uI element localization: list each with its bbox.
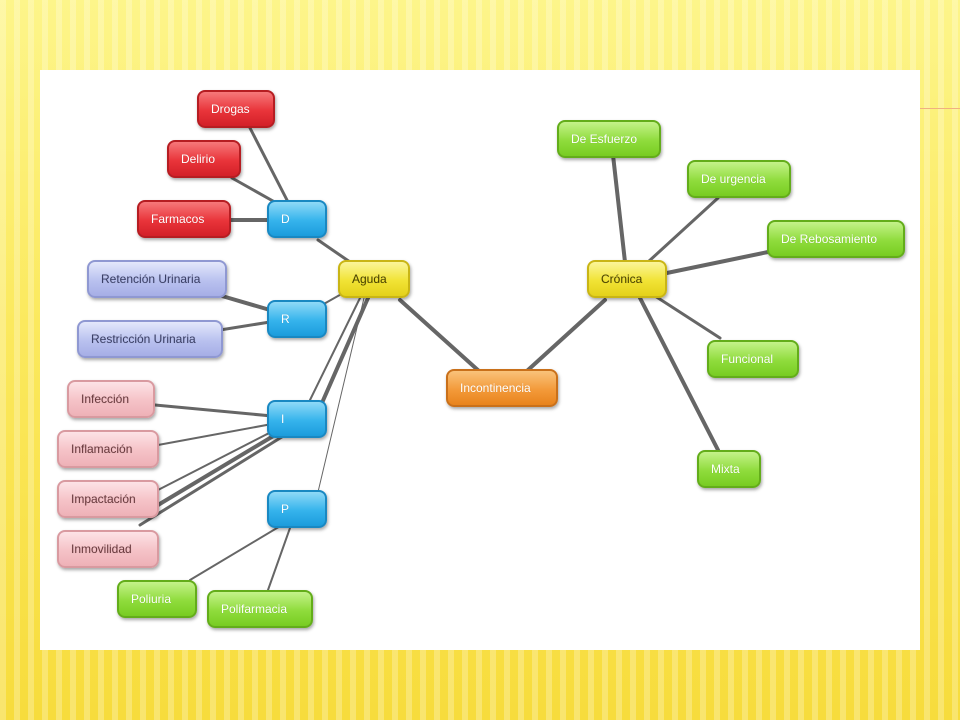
- node-inflamacion[interactable]: Inflamación: [57, 430, 159, 468]
- node-label: Aguda: [352, 272, 387, 286]
- node-de-rebosamiento[interactable]: De Rebosamiento: [767, 220, 905, 258]
- node-label: D: [281, 212, 290, 226]
- node-label: Impactación: [71, 492, 136, 506]
- node-cronica[interactable]: Crónica: [587, 260, 667, 298]
- node-aguda[interactable]: Aguda: [338, 260, 410, 298]
- node-polifarmacia[interactable]: Polifarmacia: [207, 590, 313, 628]
- node-label: Inmovilidad: [71, 542, 132, 556]
- node-label: Poliuria: [131, 592, 172, 606]
- link-d-drogas: [248, 126, 290, 204]
- node-incontinencia[interactable]: Incontinencia: [446, 369, 558, 407]
- node-label: Infección: [81, 392, 130, 406]
- node-label: De Rebosamiento: [781, 232, 878, 246]
- node-label: Drogas: [211, 102, 250, 116]
- link-r-restriccion: [218, 320, 272, 332]
- node-drogas[interactable]: Drogas: [197, 90, 275, 128]
- link-cronica-mixta: [638, 296, 720, 452]
- node-farmacos[interactable]: Farmacos: [137, 200, 231, 238]
- node-de-esfuerzo[interactable]: De Esfuerzo: [557, 120, 661, 158]
- node-label: P: [281, 502, 290, 516]
- link-p-polifarmacia: [267, 527, 291, 591]
- link-center-aguda: [398, 298, 482, 374]
- link-i-inmovilidad: [138, 433, 287, 527]
- link-aguda-p: [317, 297, 365, 493]
- link-aguda-i-2: [309, 297, 361, 401]
- node-restriccion-urinaria[interactable]: Restricción Urinaria: [77, 320, 223, 358]
- node-funcional[interactable]: Funcional: [707, 340, 799, 378]
- link-cronica-funcional: [653, 294, 722, 340]
- node-poliuria[interactable]: Poliuria: [117, 580, 197, 618]
- node-label: Inflamación: [71, 442, 133, 456]
- node-impactacion[interactable]: Impactación: [57, 480, 159, 518]
- node-i[interactable]: I: [267, 400, 327, 438]
- node-label: Polifarmacia: [221, 602, 288, 616]
- node-label: De Esfuerzo: [571, 132, 638, 146]
- link-p-poliuria: [189, 524, 283, 581]
- node-label: Delirio: [181, 152, 216, 166]
- node-r[interactable]: R: [267, 300, 327, 338]
- node-label: De urgencia: [701, 172, 766, 186]
- node-p[interactable]: P: [267, 490, 327, 528]
- link-r-retencion: [220, 294, 272, 312]
- node-infeccion[interactable]: Infección: [67, 380, 155, 418]
- link-i-infeccion: [153, 403, 274, 418]
- node-label: Incontinencia: [460, 381, 531, 395]
- node-label: Funcional: [721, 352, 774, 366]
- node-label: I: [281, 412, 285, 426]
- node-delirio[interactable]: Delirio: [167, 140, 241, 178]
- link-i-impactacion-2: [156, 430, 282, 507]
- node-retencion-urinaria[interactable]: Retención Urinaria: [87, 260, 227, 298]
- node-inmovilidad[interactable]: Inmovilidad: [57, 530, 159, 568]
- node-label: Retención Urinaria: [101, 272, 201, 286]
- node-label: Crónica: [601, 272, 643, 286]
- link-aguda-d: [316, 238, 352, 264]
- node-mixta[interactable]: Mixta: [697, 450, 761, 488]
- link-cronica-rebosamiento: [660, 250, 770, 276]
- node-label: Restricción Urinaria: [91, 332, 196, 346]
- link-cronica-urgencia: [646, 196, 720, 264]
- node-label: Mixta: [711, 462, 740, 476]
- link-cronica-esfuerzo: [611, 153, 627, 264]
- node-de-urgencia[interactable]: De urgencia: [687, 160, 791, 198]
- link-i-impactacion-1: [157, 429, 276, 491]
- node-label: R: [281, 312, 290, 326]
- link-i-inflamacion: [157, 423, 273, 446]
- link-center-cronica: [526, 298, 607, 372]
- node-label: Farmacos: [151, 212, 205, 226]
- node-d[interactable]: D: [267, 200, 327, 238]
- decorative-line: [920, 108, 960, 109]
